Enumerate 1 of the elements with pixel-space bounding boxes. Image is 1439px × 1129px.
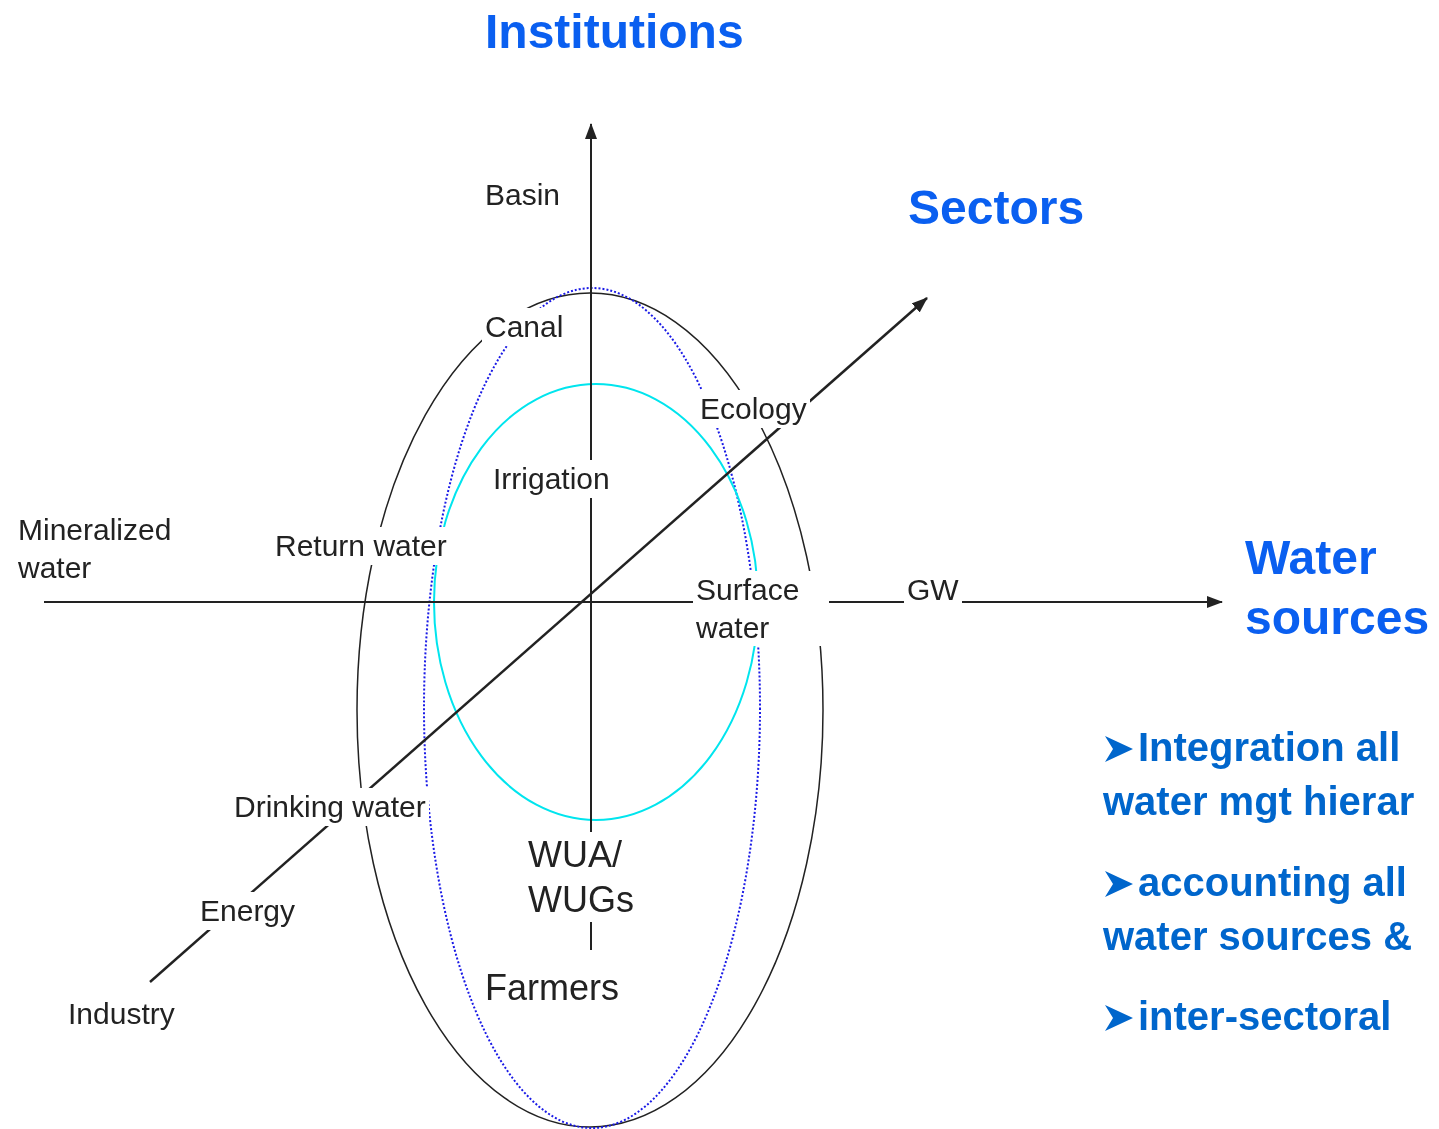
axis-label: Surface water [693,571,829,646]
